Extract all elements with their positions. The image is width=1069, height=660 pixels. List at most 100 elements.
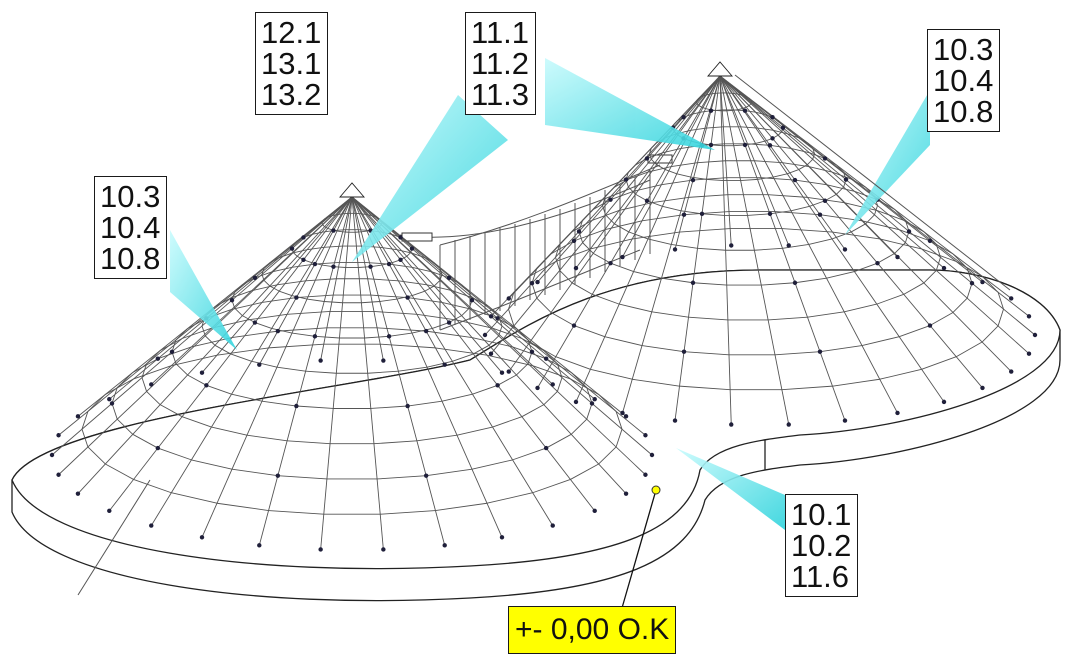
net-fitting [446, 275, 452, 281]
callout-top-right: 10.3 10.4 10.8 [927, 29, 1001, 132]
net-fitting [895, 254, 900, 260]
net-fitting [107, 396, 112, 402]
net-fitting [409, 246, 415, 251]
net-fitting [294, 403, 299, 409]
net-fitting [550, 523, 555, 528]
leader-left [170, 230, 237, 350]
left-net-cone [49, 182, 655, 552]
net-fitting [767, 143, 773, 148]
callout-bottom-right: 10.1 10.2 11.6 [785, 494, 859, 597]
net-fitting [1026, 314, 1032, 319]
net-fitting [742, 108, 748, 113]
level-marker-pointer [621, 485, 661, 609]
callout-top-center: 11.1 11.2 11.3 [465, 12, 537, 115]
callout-line: 11.3 [471, 77, 530, 112]
net-fitting [672, 247, 678, 252]
net-fitting [252, 320, 258, 325]
net-fitting [589, 401, 595, 406]
net-fitting [1032, 332, 1038, 338]
net-fitting [708, 108, 714, 113]
net-fitting [252, 275, 258, 281]
platform-top [11, 269, 1061, 570]
net-fitting [75, 414, 81, 419]
net-fitting [535, 279, 540, 285]
right-net-cone [482, 61, 1038, 427]
net-fitting [927, 323, 933, 328]
net-fitting [386, 334, 392, 339]
callout-line: 10.4 [933, 63, 994, 98]
callout-line: 12.1 [261, 15, 322, 50]
net-fitting [690, 280, 696, 285]
net-fitting [969, 281, 975, 286]
net-fitting [318, 358, 323, 363]
net-fitting [204, 383, 209, 388]
net-fitting [681, 212, 687, 217]
net-fitting [770, 136, 775, 141]
net-fitting [608, 260, 613, 266]
net-fitting [275, 328, 281, 334]
net-fitting [442, 543, 447, 548]
net-fitting [469, 298, 475, 303]
net-fitting [550, 382, 555, 387]
net-fitting [786, 243, 791, 248]
callout-line: 10.1 [791, 497, 852, 532]
callout-line: 10.3 [933, 32, 994, 67]
net-fitting [312, 261, 318, 267]
net-fitting [608, 197, 613, 202]
net-fitting [381, 358, 386, 363]
net-fitting [644, 156, 650, 161]
net-fitting [75, 491, 81, 496]
net-fitting [289, 246, 295, 251]
net-fitting [149, 382, 154, 387]
net-fitting [199, 535, 205, 540]
net-fitting [729, 422, 734, 427]
net-fitting [941, 399, 947, 405]
net-fitting [312, 334, 318, 339]
net-fitting [843, 177, 849, 182]
net-fitting [543, 445, 549, 451]
net-fitting [331, 228, 336, 233]
net-fitting [699, 211, 705, 217]
net-fitting [229, 298, 235, 303]
net-fitting [681, 349, 687, 354]
net-fitting [1026, 351, 1032, 356]
net-fitting [571, 238, 577, 244]
net-fitting [842, 418, 848, 423]
rope-bridge [399, 154, 673, 331]
guy-ropes [77, 74, 1011, 596]
net-fitting [169, 349, 175, 354]
net-fitting [446, 320, 452, 325]
net-fitting [368, 264, 373, 269]
callout-top-left: 12.1 13.1 13.2 [255, 12, 329, 115]
net-fitting [592, 396, 597, 402]
callout-line: 11.6 [791, 559, 850, 594]
callout-line: 10.8 [933, 94, 994, 129]
net-fitting [275, 473, 281, 478]
net-fitting [927, 238, 933, 244]
net-fitting [643, 433, 648, 438]
level-marker-point [651, 485, 661, 495]
net-fitting [1009, 296, 1014, 301]
net-fitting [199, 370, 205, 375]
net-fitting [257, 362, 262, 367]
net-fitting [499, 535, 505, 540]
net-fitting [767, 211, 773, 217]
net-fitting [817, 212, 823, 217]
net-fitting [56, 433, 61, 438]
net-fitting [488, 314, 494, 319]
net-fitting [488, 351, 494, 356]
net-fitting [573, 399, 579, 405]
net-fitting [792, 177, 798, 183]
net-fitting [780, 125, 786, 130]
callout-line: 11.1 [471, 15, 530, 50]
callout-left: 10.3 10.4 10.8 [94, 176, 168, 279]
net-fitting [822, 198, 828, 203]
net-fitting [817, 349, 823, 354]
net-fitting [423, 328, 429, 334]
level-marker-label: +- 0,00 O.K [508, 606, 677, 654]
net-fitting [1009, 369, 1014, 374]
net-fitting [729, 243, 734, 248]
net-fitting [980, 279, 985, 285]
net-fitting [155, 445, 161, 451]
